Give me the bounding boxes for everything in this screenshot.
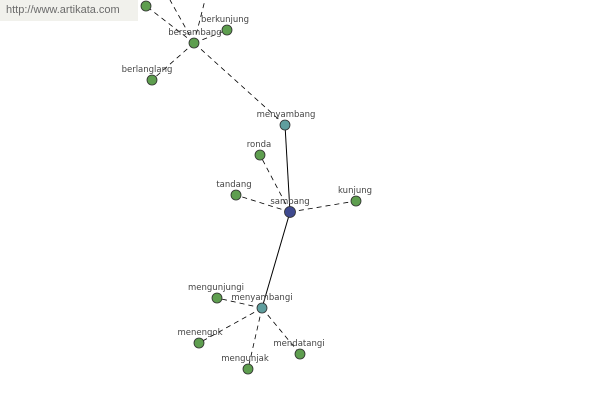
node-sambang[interactable] xyxy=(284,206,296,218)
node-label-menyambangi[interactable]: menyambangi xyxy=(231,293,292,303)
edge-bersambang-top-partial xyxy=(145,5,195,44)
edges-layer xyxy=(145,0,357,370)
node-menengok[interactable] xyxy=(193,337,205,349)
node-label-menyambang[interactable]: menyambang xyxy=(257,110,316,120)
nodes-layer xyxy=(140,0,362,375)
labels-layer: sambang menyambang menyambangi bersambang be… xyxy=(122,15,372,364)
edge-sambang-menyambang xyxy=(284,124,291,213)
node-label-mendatangi[interactable]: mendatangi xyxy=(273,339,324,349)
node-label-mengunjak[interactable]: mengunjak xyxy=(221,354,269,364)
node-label-bersambang[interactable]: bersambang xyxy=(168,28,221,38)
edge-sambang-kunjung xyxy=(289,200,357,213)
node-label-ronda[interactable]: ronda xyxy=(247,140,272,150)
node-mengunjak[interactable] xyxy=(242,363,254,375)
edge-sambang-menyambangi xyxy=(261,211,291,309)
edge-menyambangi-mendatangi xyxy=(261,307,301,355)
edge-menyambangi-menengok xyxy=(198,307,263,344)
edge-menyambangi-mengunjungi xyxy=(216,297,263,309)
node-tandang[interactable] xyxy=(230,189,242,201)
node-label-menengok[interactable]: menengok xyxy=(177,328,222,338)
node-label-kunjung[interactable]: kunjung xyxy=(338,186,372,196)
node-ronda[interactable] xyxy=(254,149,266,161)
node-menyambangi[interactable] xyxy=(256,302,268,314)
watermark-text: http://www.artikata.com xyxy=(0,0,138,21)
edge-bersambang-berlanglang xyxy=(151,42,195,81)
node-label-berlanglang[interactable]: berlanglang xyxy=(122,65,173,75)
edge-menyambang-bersambang xyxy=(193,42,286,126)
node-mendatangi[interactable] xyxy=(294,348,306,360)
node-label-mengunjungi[interactable]: mengunjungi xyxy=(188,283,244,293)
node-label-sambang[interactable]: sambang xyxy=(270,197,309,207)
node-bersambang[interactable] xyxy=(188,37,200,49)
edge-bersambang-berkunjung xyxy=(193,29,228,44)
node-kunjung[interactable] xyxy=(350,195,362,207)
edge-menyambangi-mengunjak xyxy=(247,307,263,370)
edge-offscreen-2 xyxy=(193,0,206,44)
node-berlanglang[interactable] xyxy=(146,74,158,86)
node-menyambang[interactable] xyxy=(279,119,291,131)
node-label-berkunjung[interactable]: berkunjung xyxy=(201,15,249,25)
edge-sambang-tandang xyxy=(235,194,291,213)
node-berkunjung[interactable] xyxy=(221,24,233,36)
node-top-partial[interactable] xyxy=(140,0,152,12)
edge-sambang-ronda xyxy=(259,154,291,213)
node-label-tandang[interactable]: tandang xyxy=(216,180,251,190)
node-mengunjungi[interactable] xyxy=(211,292,223,304)
